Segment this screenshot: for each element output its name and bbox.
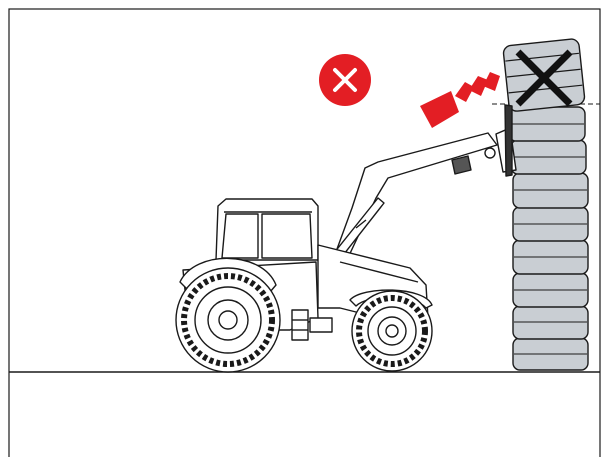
rear-wheel (176, 268, 280, 372)
front-wheel (352, 291, 432, 371)
curved-arrow-icon (420, 72, 500, 128)
prohibited-icon (319, 54, 371, 106)
bale-stack (503, 38, 588, 370)
